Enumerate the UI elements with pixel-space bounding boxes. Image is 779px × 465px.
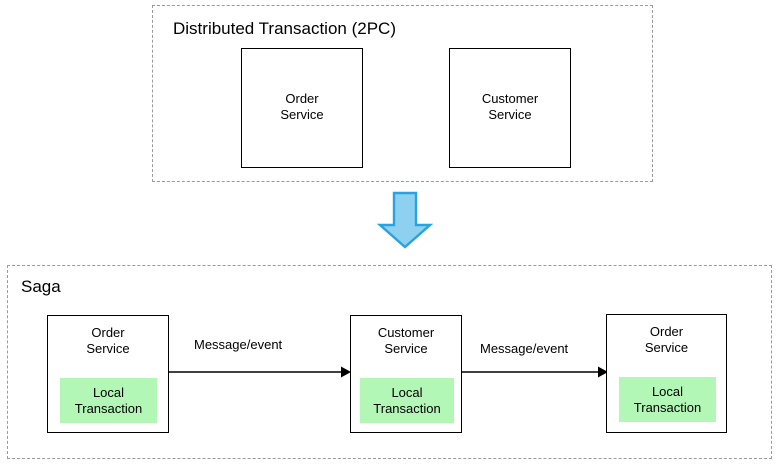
group-title-distributed-transaction: Distributed Transaction (2PC) [173, 19, 396, 38]
connector-label-2: Message/event [480, 341, 569, 356]
box-saga-customer-service[interactable]: Customer Service Local Transaction [350, 315, 462, 433]
group-distributed-transaction: Distributed Transaction (2PC) [152, 5, 653, 182]
box-order-service-2pc[interactable]: Order Service [241, 48, 363, 168]
box-label-saga-customer-service: Customer Service [377, 325, 435, 356]
local-transaction-badge-3: Local Transaction [619, 377, 716, 422]
box-label-saga-order-service-1: Order Service [86, 325, 130, 356]
connector-arrow-2 [462, 366, 608, 378]
box-customer-service-2pc[interactable]: Customer Service [449, 48, 571, 168]
box-label-order-service-2pc: Order Service [280, 91, 324, 122]
local-transaction-badge-2: Local Transaction [360, 378, 454, 423]
connector-label-1: Message/event [194, 337, 283, 352]
box-saga-order-service-2[interactable]: Order Service Local Transaction [606, 314, 727, 433]
connector-arrow-1 [169, 366, 351, 378]
box-saga-order-service-1[interactable]: Order Service Local Transaction [47, 315, 169, 433]
box-label-saga-order-service-2: Order Service [644, 324, 689, 355]
group-title-saga: Saga [21, 277, 61, 296]
box-label-customer-service-2pc: Customer Service [481, 91, 539, 122]
local-transaction-badge-1: Local Transaction [60, 378, 157, 423]
down-arrow-icon [377, 191, 433, 249]
